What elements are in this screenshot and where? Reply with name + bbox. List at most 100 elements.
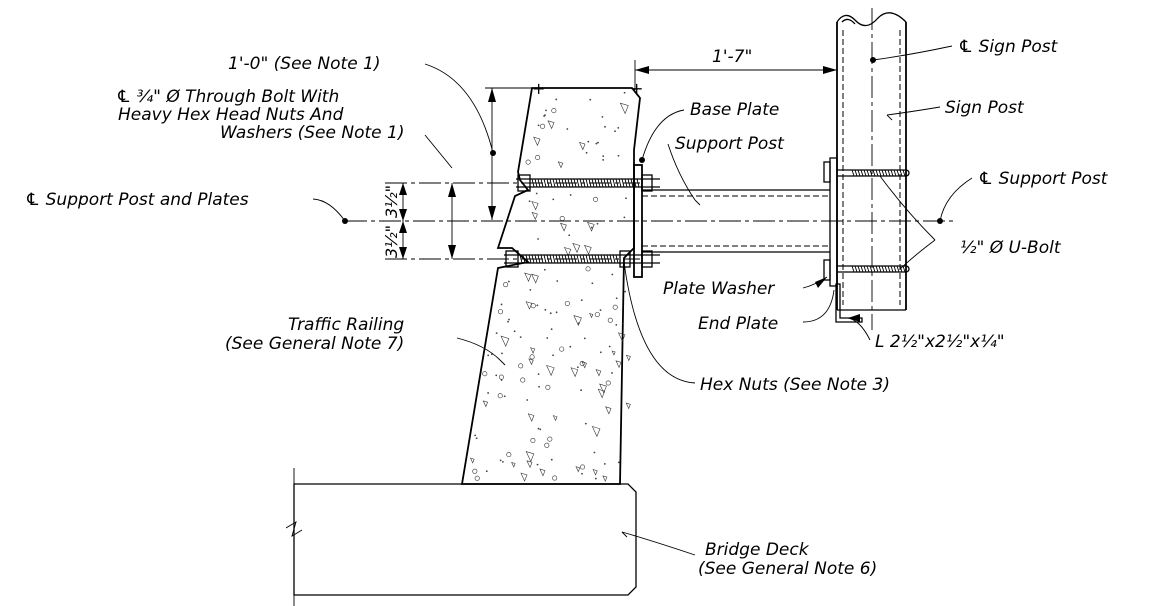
aggregate-speck	[539, 428, 542, 431]
aggregate-speck	[551, 108, 557, 114]
aggregate-speck	[525, 451, 535, 463]
aggregate-speck	[560, 222, 567, 232]
aggregate-speck	[572, 242, 581, 254]
aggregate-speck	[552, 475, 558, 481]
aggregate-speck	[624, 290, 627, 293]
aggregate-speck	[569, 345, 572, 348]
aggregate-speck	[569, 194, 572, 196]
aggregate-speck	[607, 317, 613, 323]
cl-support-post-plates-label: ℄ Support Post and Plates	[25, 190, 249, 210]
aggregate-speck	[469, 457, 475, 464]
aggregate-speck	[583, 337, 586, 340]
aggregate-speck	[580, 389, 583, 392]
aggregate-speck	[511, 461, 516, 468]
aggregate-speck	[537, 427, 540, 430]
aggregate-speck	[595, 142, 598, 145]
aggregate-speck	[579, 361, 585, 367]
aggregate-speck	[487, 354, 490, 357]
aggregate-speck	[611, 350, 616, 356]
aggregate-speck	[596, 222, 599, 225]
aggregate-speck	[543, 115, 546, 117]
aggregate-speck	[500, 303, 503, 306]
aggregate-speck	[507, 280, 510, 283]
aggregate-speck	[529, 289, 532, 291]
aggregate-speck	[518, 363, 524, 369]
aggregate-speck	[563, 247, 572, 257]
cl-sign-post-label: ℄ Sign Post	[958, 37, 1059, 57]
u-bolts	[837, 169, 910, 273]
aggregate-speck	[587, 221, 595, 232]
aggregate-speck	[499, 459, 502, 462]
aggregate-speck	[602, 159, 605, 161]
aggregate-speck	[595, 369, 602, 377]
aggregate-speck	[605, 380, 611, 386]
plate-washer-lower	[823, 259, 831, 281]
aggregate-speck	[549, 312, 552, 315]
aggregate-speck	[520, 377, 526, 383]
angle-label: L 2½"x2½"x¼"	[875, 332, 1005, 352]
aggregate-speck	[594, 312, 600, 318]
aggregate-speck	[625, 402, 631, 410]
through-bolt-label-line1: ℄ ¾" Ø Through Bolt With	[116, 87, 339, 107]
aggregate-speck	[552, 354, 554, 357]
aggregate-speck	[615, 323, 618, 326]
center-lines	[345, 8, 955, 330]
aggregate-speck	[528, 200, 531, 203]
angle-clip	[835, 283, 863, 323]
aggregate-speck	[525, 159, 531, 165]
end-plate	[829, 157, 838, 287]
aggregate-speck	[530, 347, 536, 354]
aggregate-speck	[526, 460, 533, 469]
aggregate-speck	[589, 313, 594, 319]
aggregate-speck	[531, 201, 539, 211]
aggregate-speck	[585, 266, 591, 272]
aggregate-speck	[507, 320, 509, 323]
through-bolt-label-line3: Washers (See Note 1)	[220, 123, 404, 143]
aggregate-speck	[573, 315, 582, 327]
aggregate-speck	[487, 392, 490, 394]
dim-3-5-lower-label: 3½"	[382, 225, 401, 258]
aggregate-speck	[591, 282, 594, 285]
aggregate-speck	[536, 304, 539, 307]
bridge-deck	[285, 468, 637, 606]
aggregate-speck	[599, 351, 602, 354]
svg-text:+: +	[630, 79, 643, 98]
aggregate-speck	[498, 309, 504, 315]
annotations: 1'-0" (See Note 1) ℄ ¾" Ø Through Bolt W…	[25, 37, 1109, 579]
aggregate-speck	[566, 128, 569, 130]
aggregate-speck	[550, 458, 553, 461]
aggregate-speck	[593, 451, 596, 454]
aggregate-speck	[485, 470, 488, 473]
aggregate-speck	[608, 345, 611, 348]
aggregate-speck	[538, 385, 540, 388]
through-bolt-label-line2: Heavy Hex Head Nuts And	[118, 105, 344, 125]
plate-washer-upper	[823, 161, 831, 183]
aggregate-speck	[625, 197, 627, 200]
aggregate-speck	[581, 361, 587, 369]
aggregate-speck	[472, 468, 478, 474]
aggregate-speck	[501, 460, 504, 463]
aggregate-speck	[495, 332, 498, 335]
aggregate-speck	[605, 406, 612, 415]
aggregate-speck	[528, 358, 534, 366]
aggregate-speck	[617, 126, 620, 129]
aggregate-speck	[482, 371, 488, 377]
aggregate-speck	[555, 311, 558, 314]
aggregate-speck	[543, 268, 546, 271]
aggregate-speck	[503, 395, 506, 398]
aggregate-speck	[614, 130, 616, 133]
aggregate-speck	[584, 422, 587, 425]
aggregate-speck	[584, 244, 592, 255]
aggregate-speck	[519, 336, 522, 339]
traffic-railing-label-line1: Traffic Railing	[288, 315, 404, 335]
aggregate-speck	[587, 140, 590, 143]
aggregate-speck	[544, 308, 547, 311]
aggregate-speck	[526, 399, 529, 401]
plate-washer-label: Plate Washer	[663, 279, 775, 299]
traffic-railing: + +	[460, 79, 643, 485]
aggregate-speck	[475, 437, 478, 440]
aggregate-speck	[589, 98, 592, 101]
aggregate-speck	[520, 472, 528, 482]
traffic-railing-label-line2: (See General Note 7)	[225, 334, 404, 354]
